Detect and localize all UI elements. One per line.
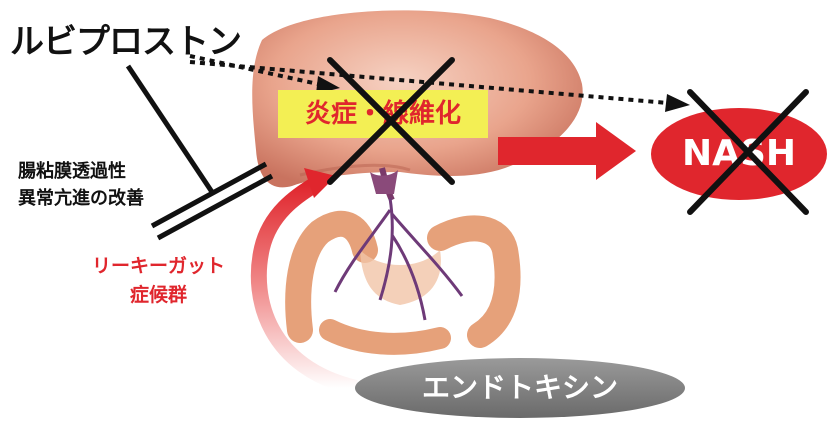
- cross-mark-icon: [690, 92, 806, 212]
- cross-mark-icon: [330, 60, 452, 182]
